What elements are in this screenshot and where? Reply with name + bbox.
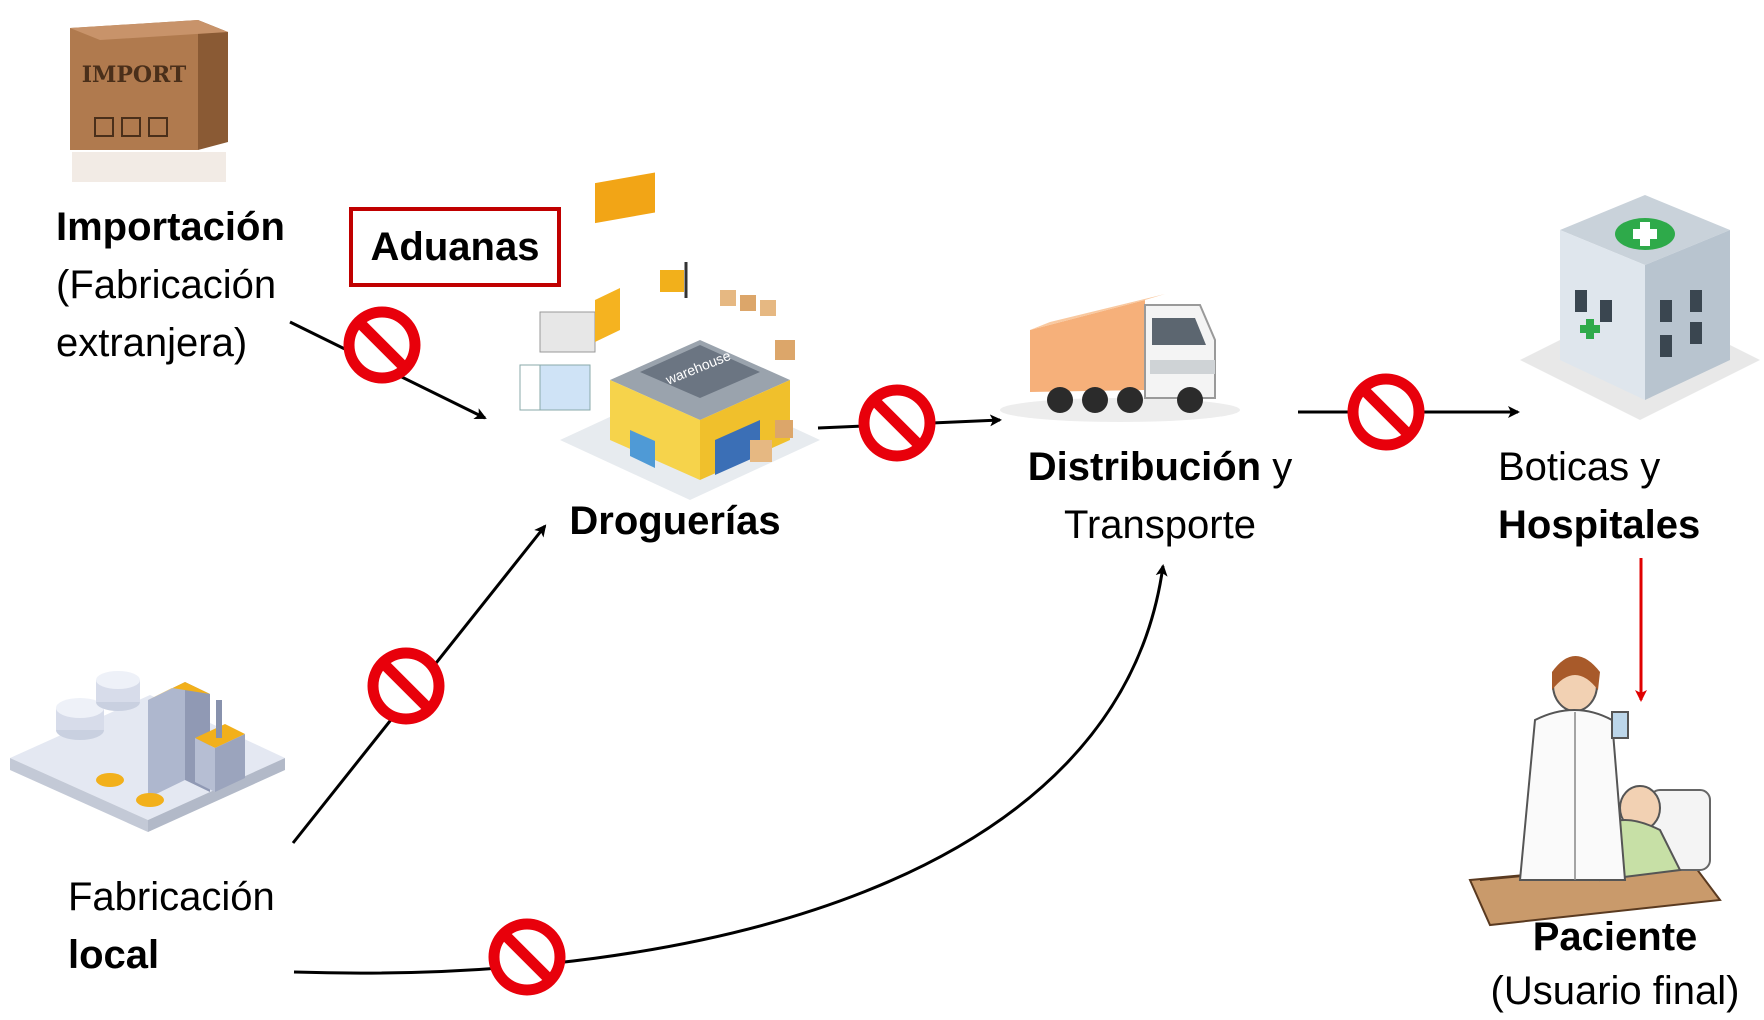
- importacion-line3: extranjera): [56, 321, 248, 365]
- paciente-title: Paciente: [1532, 915, 1698, 959]
- distribucion-title: Distribución: [1027, 445, 1262, 489]
- aduanas-box: Aduanas: [349, 207, 561, 287]
- boticas-line2: Hospitales: [1498, 503, 1701, 547]
- aduanas-label: Aduanas: [370, 224, 540, 269]
- factory-icon: [10, 671, 285, 832]
- prohibited-icon: [373, 653, 439, 719]
- import-box-icon: IMPORT: [70, 20, 228, 182]
- fabricacion-local-line1: Fabricación: [68, 875, 275, 919]
- distribucion-line2: Transporte: [1064, 503, 1256, 547]
- paciente-line2: (Usuario final): [1490, 969, 1740, 1013]
- importacion-line2: (Fabricación: [56, 263, 277, 307]
- prohibited-icon: [864, 390, 930, 456]
- prohibited-signs: [349, 312, 1419, 990]
- paciente-label: Paciente (Usuario final): [1470, 910, 1760, 1018]
- fabricacion-local-line2: local: [68, 933, 160, 977]
- hospital-icon: [1520, 195, 1760, 420]
- prohibited-icon: [1353, 379, 1419, 445]
- truck-icon: [1000, 294, 1240, 422]
- prohibited-icon: [349, 312, 415, 378]
- importacion-title: Importación: [56, 205, 285, 249]
- doctor-patient-icon: [1468, 656, 1722, 927]
- distribucion-tail: y: [1261, 445, 1293, 489]
- arrows: [289, 320, 1647, 975]
- droguerias-label: Droguerías: [569, 499, 781, 543]
- boticas-label: Boticas y Hospitales: [1498, 438, 1700, 554]
- boticas-line1: Boticas y: [1498, 445, 1661, 489]
- warehouse-icon: warehouse: [519, 172, 820, 500]
- arrow-local-to-distribucion: [293, 564, 1168, 975]
- fabricacion-local-label: Fabricación local: [68, 868, 275, 984]
- distribucion-label: Distribución y Transporte: [1010, 438, 1310, 554]
- importacion-label: Importación (Fabricación extranjera): [56, 198, 285, 372]
- import-box-text: IMPORT: [82, 62, 187, 88]
- prohibited-icon: [494, 924, 560, 990]
